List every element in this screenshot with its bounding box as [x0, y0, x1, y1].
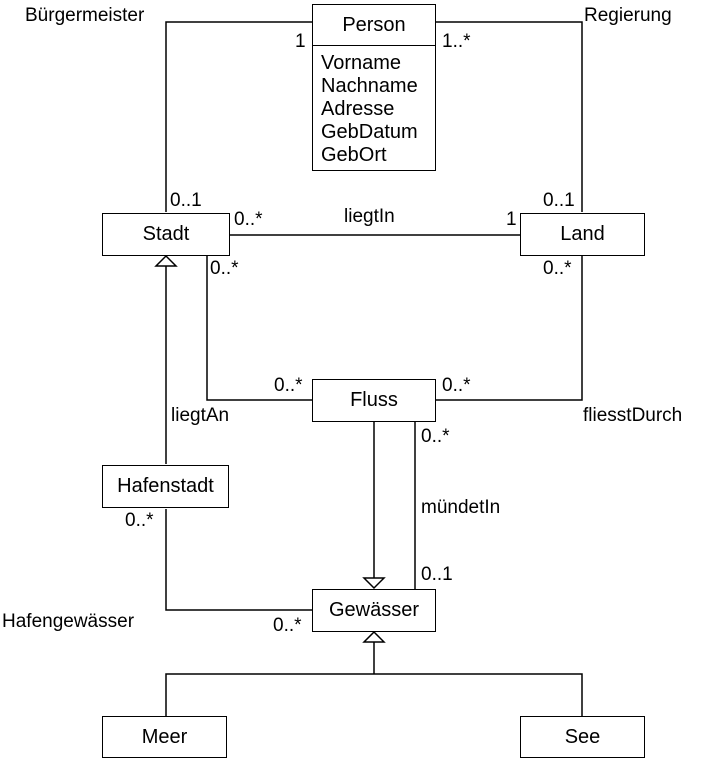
multiplicity-liegtAn-stadt: 0..* [210, 258, 239, 279]
class-person-name: Person [313, 5, 435, 46]
association-name-muendetIn: mündetIn [421, 497, 501, 518]
multiplicity-regierung-land: 0..1 [543, 190, 575, 211]
generalization-arrowhead-fluss-gewaesser [362, 577, 386, 590]
multiplicity-muendetIn-fluss: 0..* [421, 426, 450, 447]
generalization-arrowhead-meer-see [362, 630, 386, 643]
class-stadt: Stadt [102, 213, 230, 256]
generalization-arrowhead-stadt [154, 254, 178, 267]
association-name-regierung: Regierung [584, 5, 672, 26]
attribute-gebdatum: GebDatum [321, 121, 418, 143]
class-person-attributes: Vorname Nachname Adresse GebDatum GebOrt [313, 46, 435, 167]
attribute-vorname: Vorname [321, 52, 402, 74]
class-land: Land [520, 213, 645, 256]
multiplicity-buergermeister-person: 1 [295, 31, 306, 52]
multiplicity-muendetIn-gewaesser: 0..1 [421, 564, 453, 585]
association-line-liegtAn [206, 256, 312, 401]
multiplicity-liegtIn-stadt: 0..* [234, 209, 263, 230]
multiplicity-buergermeister-stadt: 0..1 [170, 190, 202, 211]
multiplicity-hafengewaesser-gewaesser: 0..* [273, 615, 302, 636]
class-gewaesser: Gewässer [312, 589, 436, 632]
association-name-buergermeister: Bürgermeister [25, 5, 145, 26]
association-name-hafengewaesser: Hafengewässer [2, 611, 135, 632]
class-hafenstadt: Hafenstadt [102, 465, 229, 508]
multiplicity-liegtIn-land: 1 [506, 209, 517, 230]
association-line-buergermeister [165, 21, 312, 212]
association-name-fliesstDurch: fliesstDurch [583, 405, 683, 426]
attribute-gebort: GebOrt [321, 144, 387, 166]
class-meer: Meer [102, 716, 227, 758]
attribute-nachname: Nachname [321, 75, 418, 97]
generalization-line-meer [165, 673, 374, 716]
association-line-fliesstDurch [436, 256, 583, 401]
class-see: See [520, 716, 645, 758]
multiplicity-hafengewaesser-hafenstadt: 0..* [125, 510, 154, 531]
multiplicity-liegtAn-fluss: 0..* [274, 375, 303, 396]
association-name-liegtAn: liegtAn [171, 405, 230, 426]
association-line-regierung [436, 21, 583, 212]
class-fluss: Fluss [312, 379, 436, 422]
multiplicity-regierung-person: 1..* [442, 31, 471, 52]
association-name-liegtIn: liegtIn [344, 206, 395, 227]
class-person: Person Vorname Nachname Adresse GebDatum… [312, 4, 436, 171]
generalization-line-see [374, 673, 583, 716]
attribute-adresse: Adresse [321, 98, 395, 120]
multiplicity-fliesstDurch-fluss: 0..* [442, 375, 471, 396]
multiplicity-fliesstDurch-land: 0..* [543, 258, 572, 279]
association-line-hafengewaesser [165, 509, 312, 611]
